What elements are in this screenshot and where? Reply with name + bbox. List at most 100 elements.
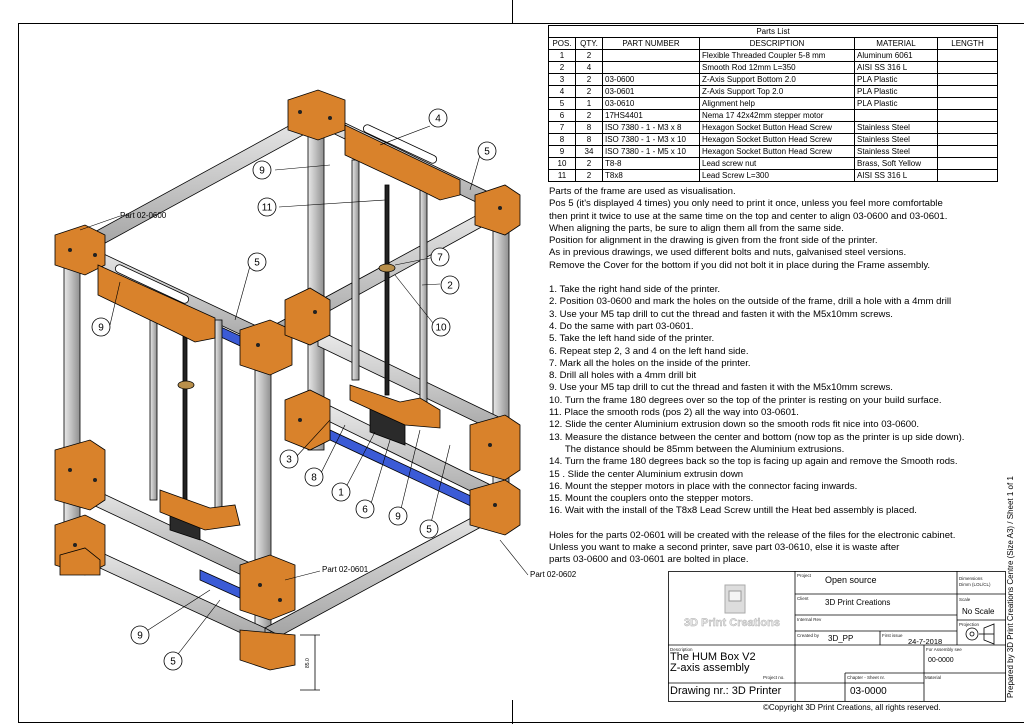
lead-screw-right bbox=[384, 184, 390, 396]
tb-scale-label: Scale bbox=[959, 597, 971, 602]
step-line: 6. Repeat step 2, 3 and 4 on the left ha… bbox=[549, 345, 749, 357]
parts-list-table: Parts List POS. QTY. PART NUMBER DESCRIP… bbox=[548, 25, 998, 182]
notes-outro: Holes for the parts 02-0601 will be crea… bbox=[549, 530, 1009, 567]
balloon-label: 10 bbox=[435, 323, 447, 334]
balloon-5: 5 bbox=[477, 141, 497, 161]
notes-intro: Parts of the frame are used as visualisa… bbox=[549, 186, 1009, 272]
step-line: 16. Mount the stepper motors in place wi… bbox=[549, 480, 858, 492]
step-line: 10. Turn the frame 180 degrees over so t… bbox=[549, 394, 942, 406]
corner-bracket-back-top-right bbox=[474, 184, 521, 236]
tb-side-note: Prepared by 3D Print Creations Centre (S… bbox=[1006, 476, 1015, 698]
tb-dimensions-unit: Dimm (LOL/CL) bbox=[959, 582, 991, 587]
tb-chapter-label: Chapter - Sheet nr. bbox=[847, 675, 886, 680]
part-label-02-0601: Part 02-0601 bbox=[322, 565, 369, 574]
balloon-label: 1 bbox=[338, 488, 344, 499]
balloon-2: 2 bbox=[440, 275, 460, 295]
lead-screw-nut-left bbox=[177, 380, 195, 390]
corner-bracket-center-top bbox=[284, 287, 331, 346]
tb-scale: No Scale bbox=[962, 607, 995, 616]
tb-description-label: Description bbox=[670, 647, 693, 652]
z-axis-support-top-right bbox=[344, 124, 461, 201]
step-line: 1. Take the right hand side of the print… bbox=[549, 284, 721, 296]
tb-client: 3D Print Creations bbox=[825, 598, 891, 607]
balloon-9: 9 bbox=[388, 506, 408, 526]
corner-bracket-front-bottom-right bbox=[239, 554, 296, 621]
border-tick-top bbox=[512, 0, 513, 24]
balloon-label: 9 bbox=[137, 631, 143, 642]
tb-dimensions-label: Dimensions bbox=[959, 576, 983, 581]
note-line: Position for alignment in the drawing is… bbox=[549, 235, 878, 247]
step-line: 15. Mount the couplers onto the stepper … bbox=[549, 493, 754, 505]
part-label-02-0600: Part 02-0600 bbox=[120, 211, 167, 220]
note-line: When aligning the parts, be sure to alig… bbox=[549, 222, 844, 234]
step-line: 15 . Slide the center Aluminium extrusin… bbox=[549, 468, 744, 480]
note-line: Unless you want to make a second printer… bbox=[549, 542, 900, 554]
step-line: The distance should be 85mm between the … bbox=[549, 443, 845, 455]
length-cell bbox=[937, 169, 998, 182]
step-line: 16. Wait with the install of the T8x8 Le… bbox=[549, 505, 917, 517]
tb-project-no-label: Project no. bbox=[763, 675, 785, 680]
tb-internal-label: Internal Rev bbox=[797, 617, 822, 622]
tb-projection-label: Projection bbox=[959, 622, 980, 627]
step-line: 7. Mark all the holes on the inside of t… bbox=[549, 357, 751, 369]
border-left bbox=[18, 23, 19, 723]
balloon-6: 6 bbox=[355, 499, 375, 519]
tb-title-line1: The HUM Box V2 bbox=[670, 651, 756, 663]
balloon-label: 7 bbox=[437, 253, 443, 264]
assembly-drawing: 85.0 bbox=[54, 89, 529, 691]
logo: 3D Print Creations bbox=[684, 584, 780, 629]
step-line: 11. Place the smooth rods (pos 2) all th… bbox=[549, 407, 799, 419]
balloon-1: 1 bbox=[331, 482, 351, 502]
balloon-9: 9 bbox=[130, 625, 150, 645]
z-axis-support-top-left bbox=[97, 264, 216, 343]
note-line: Remove the Cover for the bottom if you d… bbox=[549, 259, 931, 271]
balloon-5: 5 bbox=[163, 651, 183, 671]
note-line: Parts of the frame are used as visualisa… bbox=[549, 186, 736, 197]
step-line: 12. Slide the center Aluminium extrusion… bbox=[549, 419, 920, 431]
border-tick-bottom bbox=[512, 700, 513, 724]
title-block: 3D Print Creations bbox=[668, 571, 1006, 702]
tb-chapter: 03-0000 bbox=[850, 686, 887, 697]
balloon-label: 5 bbox=[426, 525, 432, 536]
border-top bbox=[18, 23, 1024, 24]
balloon-label: 9 bbox=[98, 323, 104, 334]
tb-copyright: ©Copyright 3D Print Creations, all right… bbox=[763, 703, 941, 712]
balloon-7: 7 bbox=[430, 247, 450, 267]
balloon-label: 9 bbox=[395, 512, 401, 523]
balloon-label: 11 bbox=[262, 203, 273, 214]
tb-first-issue-label: First issue bbox=[882, 633, 903, 638]
assembly-notes: Parts of the frame are used as visualisa… bbox=[549, 186, 1009, 567]
dimension-value: 85.0 bbox=[305, 658, 311, 668]
corner-bracket-front-top-left bbox=[54, 224, 106, 276]
slot-top-left bbox=[114, 264, 190, 304]
foot-bracket-front-right bbox=[239, 629, 296, 671]
balloon-label: 6 bbox=[362, 505, 368, 516]
balloon-label: 5 bbox=[254, 258, 260, 269]
tb-for-assembly-label: For Assembly see bbox=[926, 647, 962, 652]
balloon-label: 3 bbox=[286, 455, 292, 466]
balloon-label: 4 bbox=[435, 114, 441, 125]
balloon-label: 9 bbox=[259, 166, 265, 177]
balloon-label: 2 bbox=[447, 281, 453, 292]
balloon-label: 5 bbox=[170, 657, 176, 668]
balloon-9: 9 bbox=[91, 317, 111, 337]
corner-bracket-back-center-right bbox=[469, 414, 521, 481]
step-line: 13. Measure the distance between the cen… bbox=[549, 431, 965, 443]
notes-steps: 1. Take the right hand side of the print… bbox=[549, 284, 1009, 518]
balloon-label: 8 bbox=[311, 473, 317, 484]
step-line: 5. Take the left hand side of the printe… bbox=[549, 333, 715, 345]
balloon-10: 10 bbox=[431, 317, 451, 337]
lead-screw-nut-right bbox=[378, 263, 396, 273]
z-axis-support-bottom-left bbox=[159, 489, 241, 531]
corner-bracket-front-top-right bbox=[239, 319, 293, 376]
balloon-11: 11 bbox=[257, 197, 277, 217]
tb-project-label: Project bbox=[797, 573, 812, 578]
note-line: then print it twice to use at the same t… bbox=[549, 210, 948, 222]
